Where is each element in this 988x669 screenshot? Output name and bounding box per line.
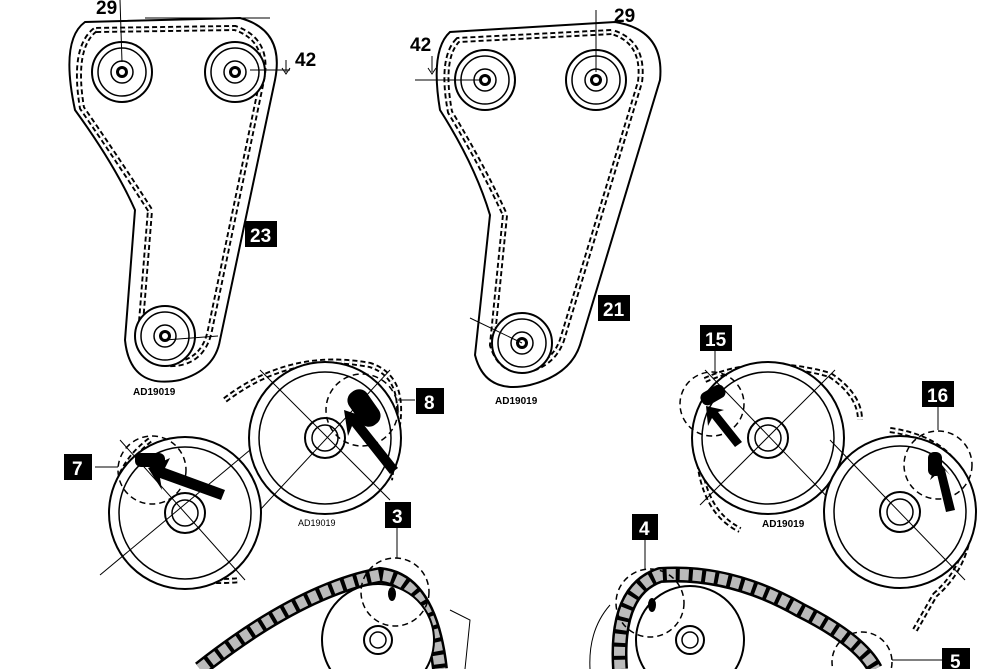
detail-circle [360,557,430,627]
badge-7 [64,454,92,480]
timing-mark-link [700,384,726,406]
leader-line [469,317,523,344]
detail-circle [831,631,893,669]
badge-4 [632,514,658,540]
badge-8-text: 8 [424,393,435,414]
detail-circle [679,371,745,437]
figure-code: AD19019 [762,519,805,530]
detail-3-4-5: 3 4 5 [195,502,970,669]
figure-code: AD19019 [495,396,538,407]
detail-7-8: 7 8 AD19019 [64,358,444,590]
badge-15 [700,325,732,351]
chain-guide-outline [68,16,278,383]
label-29: 29 [96,0,117,19]
arrow-icon [706,406,742,447]
badge-5 [942,648,970,669]
rotation-arrow-icon [427,56,437,75]
badge-21 [598,295,630,321]
detail-circle [615,568,685,638]
badge-15-text: 15 [705,330,727,351]
badge-3 [385,502,411,528]
chain-drive-23: 29 42 23 AD19019 [68,0,316,398]
timing-mark [648,598,656,612]
badge-16-text: 16 [927,386,948,407]
timing-mark-link [347,389,381,427]
figure-code: AD19019 [133,387,176,398]
badge-23 [245,221,277,247]
label-29: 29 [614,6,635,27]
timing-mark-link [135,453,165,467]
leader-line [119,0,123,63]
badge-23-text: 23 [250,226,271,247]
arrow-icon [148,458,225,500]
label-42: 42 [410,35,431,56]
rotation-arrow-icon [281,60,291,75]
badge-3-text: 3 [392,507,403,528]
detail-circle [903,430,973,500]
crankshaft-sprocket [134,305,196,367]
camshaft-sprocket-right [204,41,266,103]
detail-circle [325,373,399,447]
badge-16 [922,381,954,407]
chain-guide-outline [435,20,662,388]
timing-mark [388,587,396,601]
badge-4-text: 4 [639,519,650,540]
badge-21-text: 21 [603,300,625,321]
chain-drive-21: 42 29 21 AD19019 [410,6,662,407]
badge-8 [416,388,444,414]
detail-15-16: 15 16 AD19019 [679,325,977,632]
detail-circle [117,435,187,505]
arrow-icon [930,460,955,512]
arrow-icon [344,410,398,474]
badge-5-text: 5 [950,652,961,669]
figure-code: AD19019 [298,518,336,528]
sprocket-large [248,361,402,515]
badge-7-text: 7 [72,459,83,480]
label-42: 42 [295,50,316,71]
leader-line [164,335,219,341]
